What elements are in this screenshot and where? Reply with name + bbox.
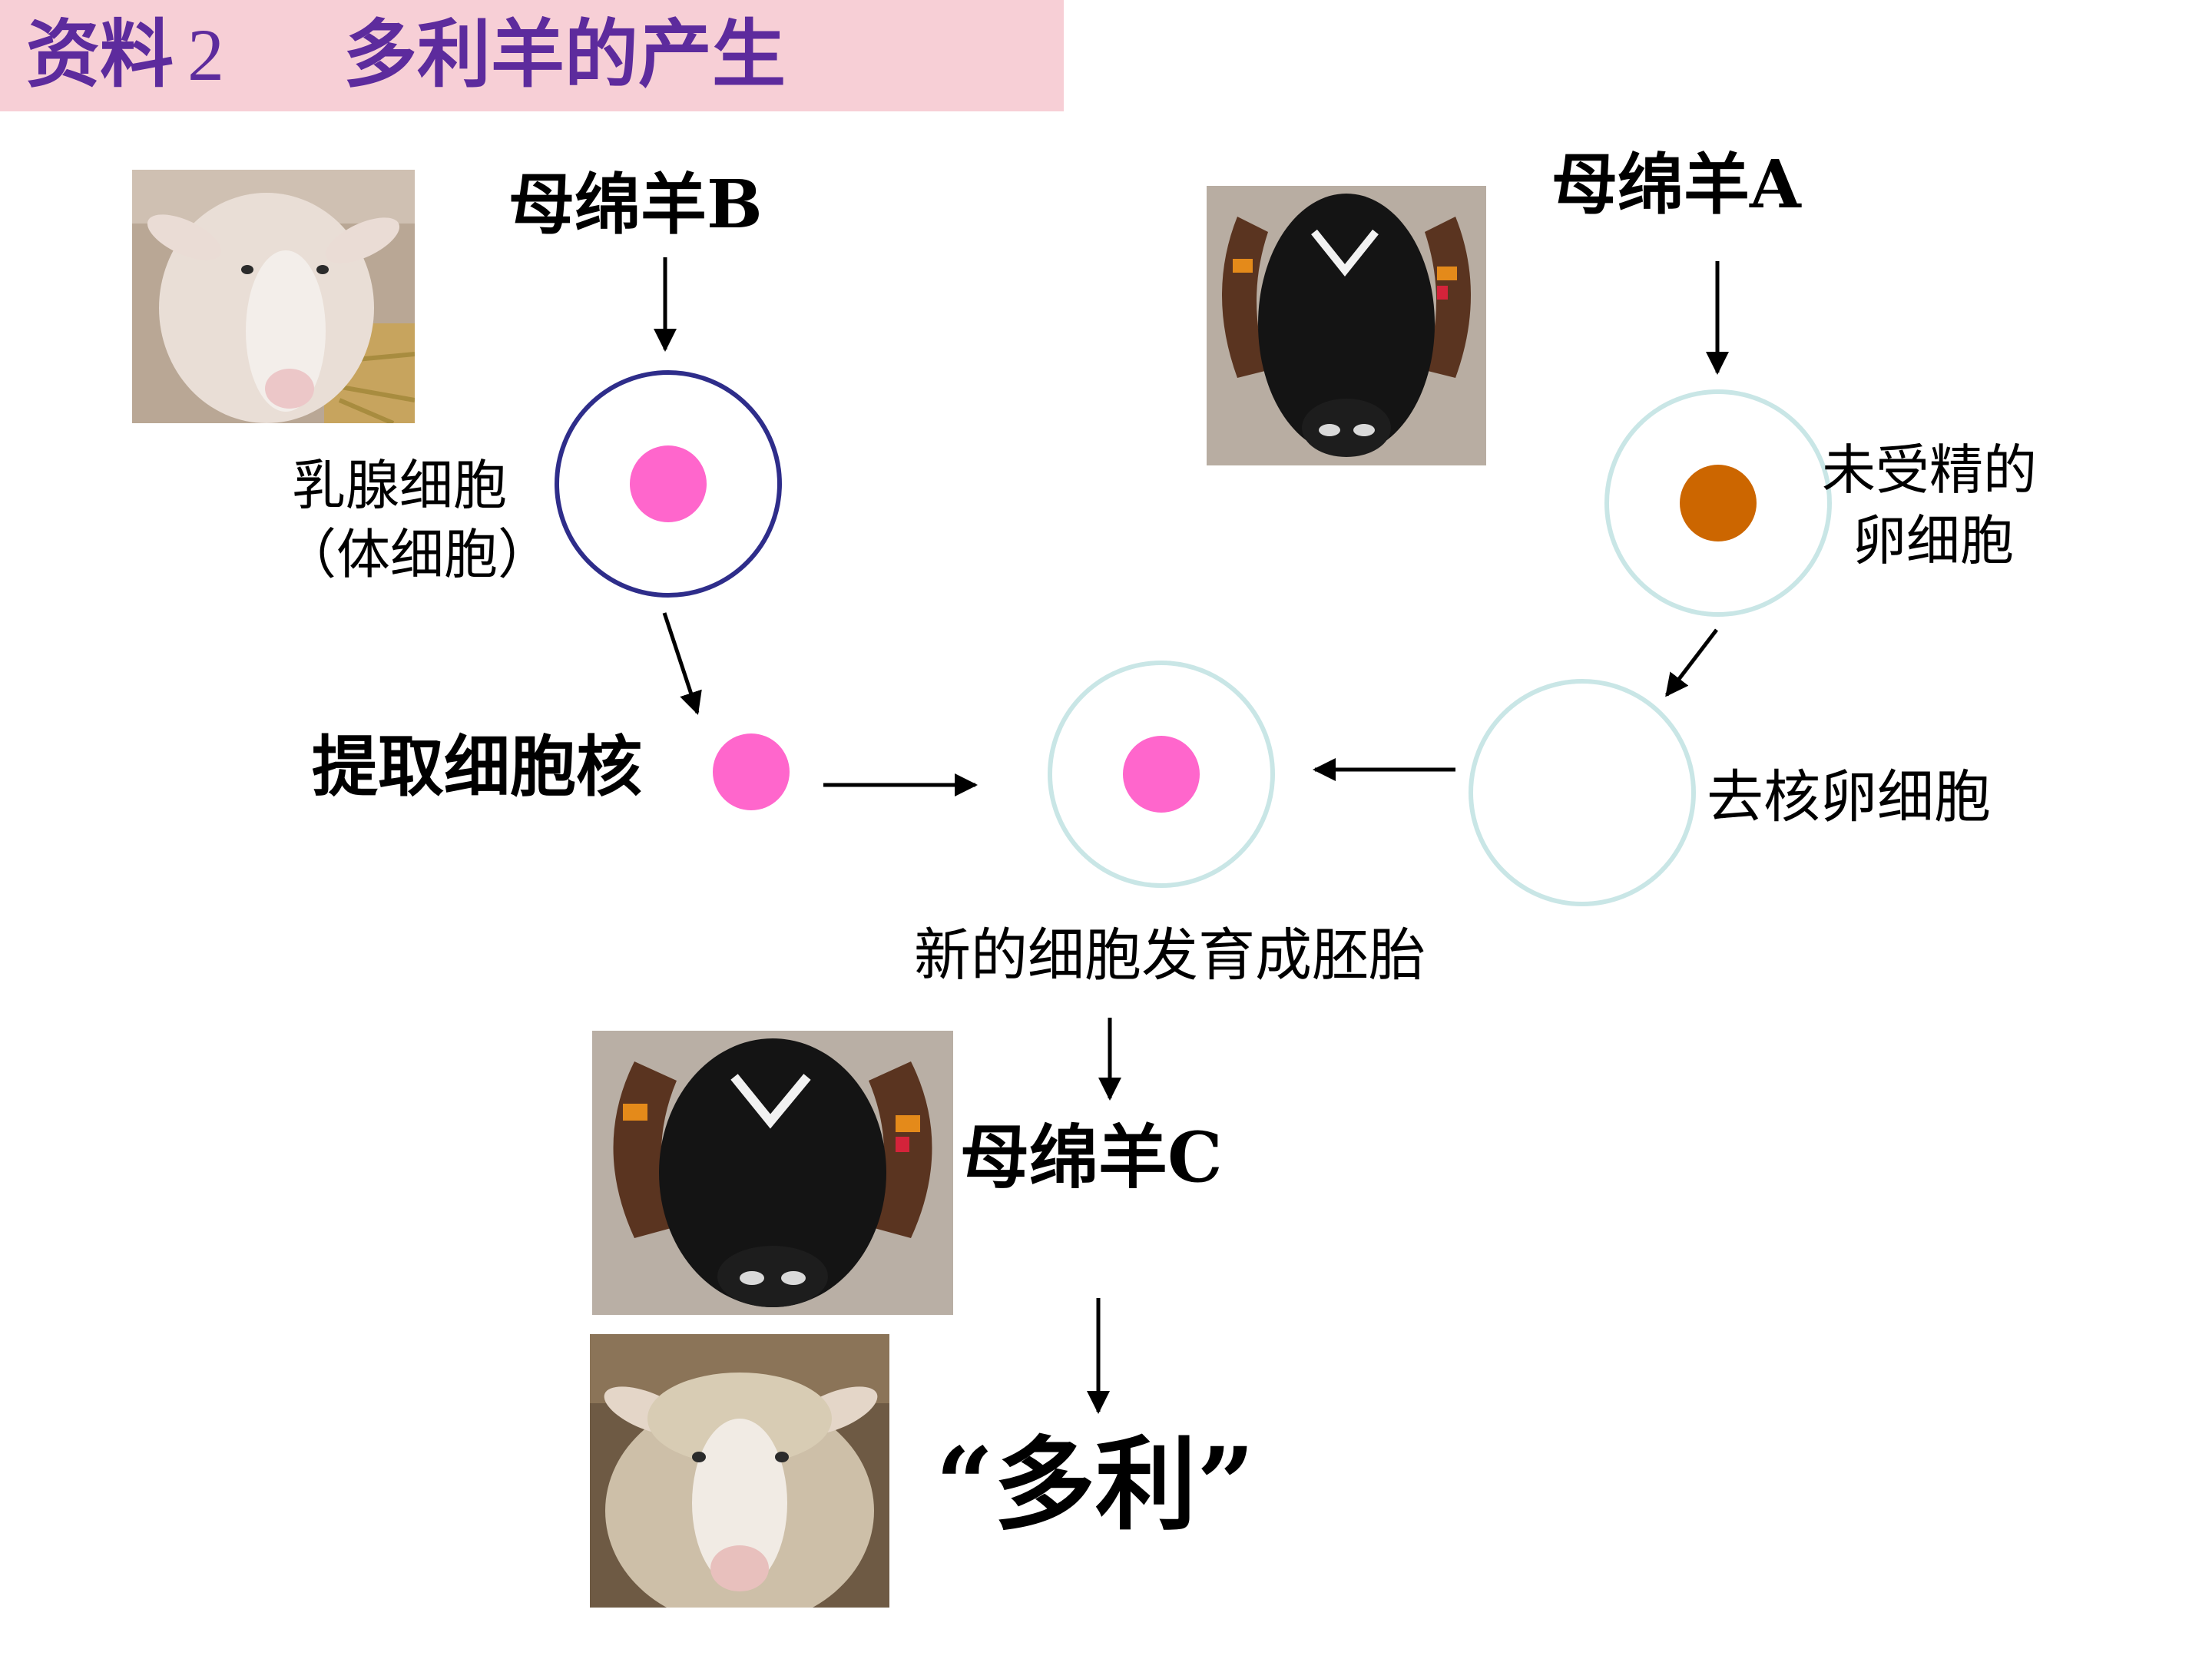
mammary-cell-nucleus xyxy=(630,445,707,522)
label-ewe-c: 母绵羊C xyxy=(960,1117,1223,1198)
title-text: 多利羊的产生 xyxy=(343,11,786,98)
extracted-nucleus xyxy=(713,733,790,810)
arrow-cell-to-nucleus xyxy=(662,612,702,715)
black-face-sheep-photo xyxy=(1207,186,1486,465)
enucleated-egg-cell xyxy=(1469,679,1696,906)
new-cell xyxy=(1048,661,1275,888)
black-face-sheep-photo-c xyxy=(592,1031,953,1315)
label-egg-cell: 卵细胞 xyxy=(1853,509,2014,572)
white-face-sheep-photo xyxy=(132,170,415,423)
title-banner xyxy=(0,0,1064,111)
label-enucleated-egg: 去核卵细胞 xyxy=(1707,764,1991,830)
title-prefix: 资料 xyxy=(26,11,174,98)
mammary-cell xyxy=(555,370,782,598)
label-ewe-a: 母绵羊A xyxy=(1551,146,1801,224)
new-cell-nucleus xyxy=(1123,736,1200,813)
label-embryo: 新的细胞发育成胚胎 xyxy=(914,922,1426,988)
egg-nucleus xyxy=(1680,465,1757,541)
dolly-sheep-photo xyxy=(590,1334,889,1608)
label-mammary-cell: 乳腺细胞 xyxy=(292,454,507,517)
label-extract-nucleus: 提取细胞核 xyxy=(312,729,642,806)
label-dolly: “多利” xyxy=(935,1426,1255,1545)
arrow-egg-to-enucleated xyxy=(1665,628,1718,697)
label-ewe-b: 母绵羊B xyxy=(508,166,763,243)
label-unfertilized-egg: 未受精的 xyxy=(1822,439,2037,502)
unfertilized-egg-cell xyxy=(1604,389,1832,617)
title-number: 2 xyxy=(187,14,224,96)
label-somatic-cell: （体细胞） xyxy=(283,523,551,586)
